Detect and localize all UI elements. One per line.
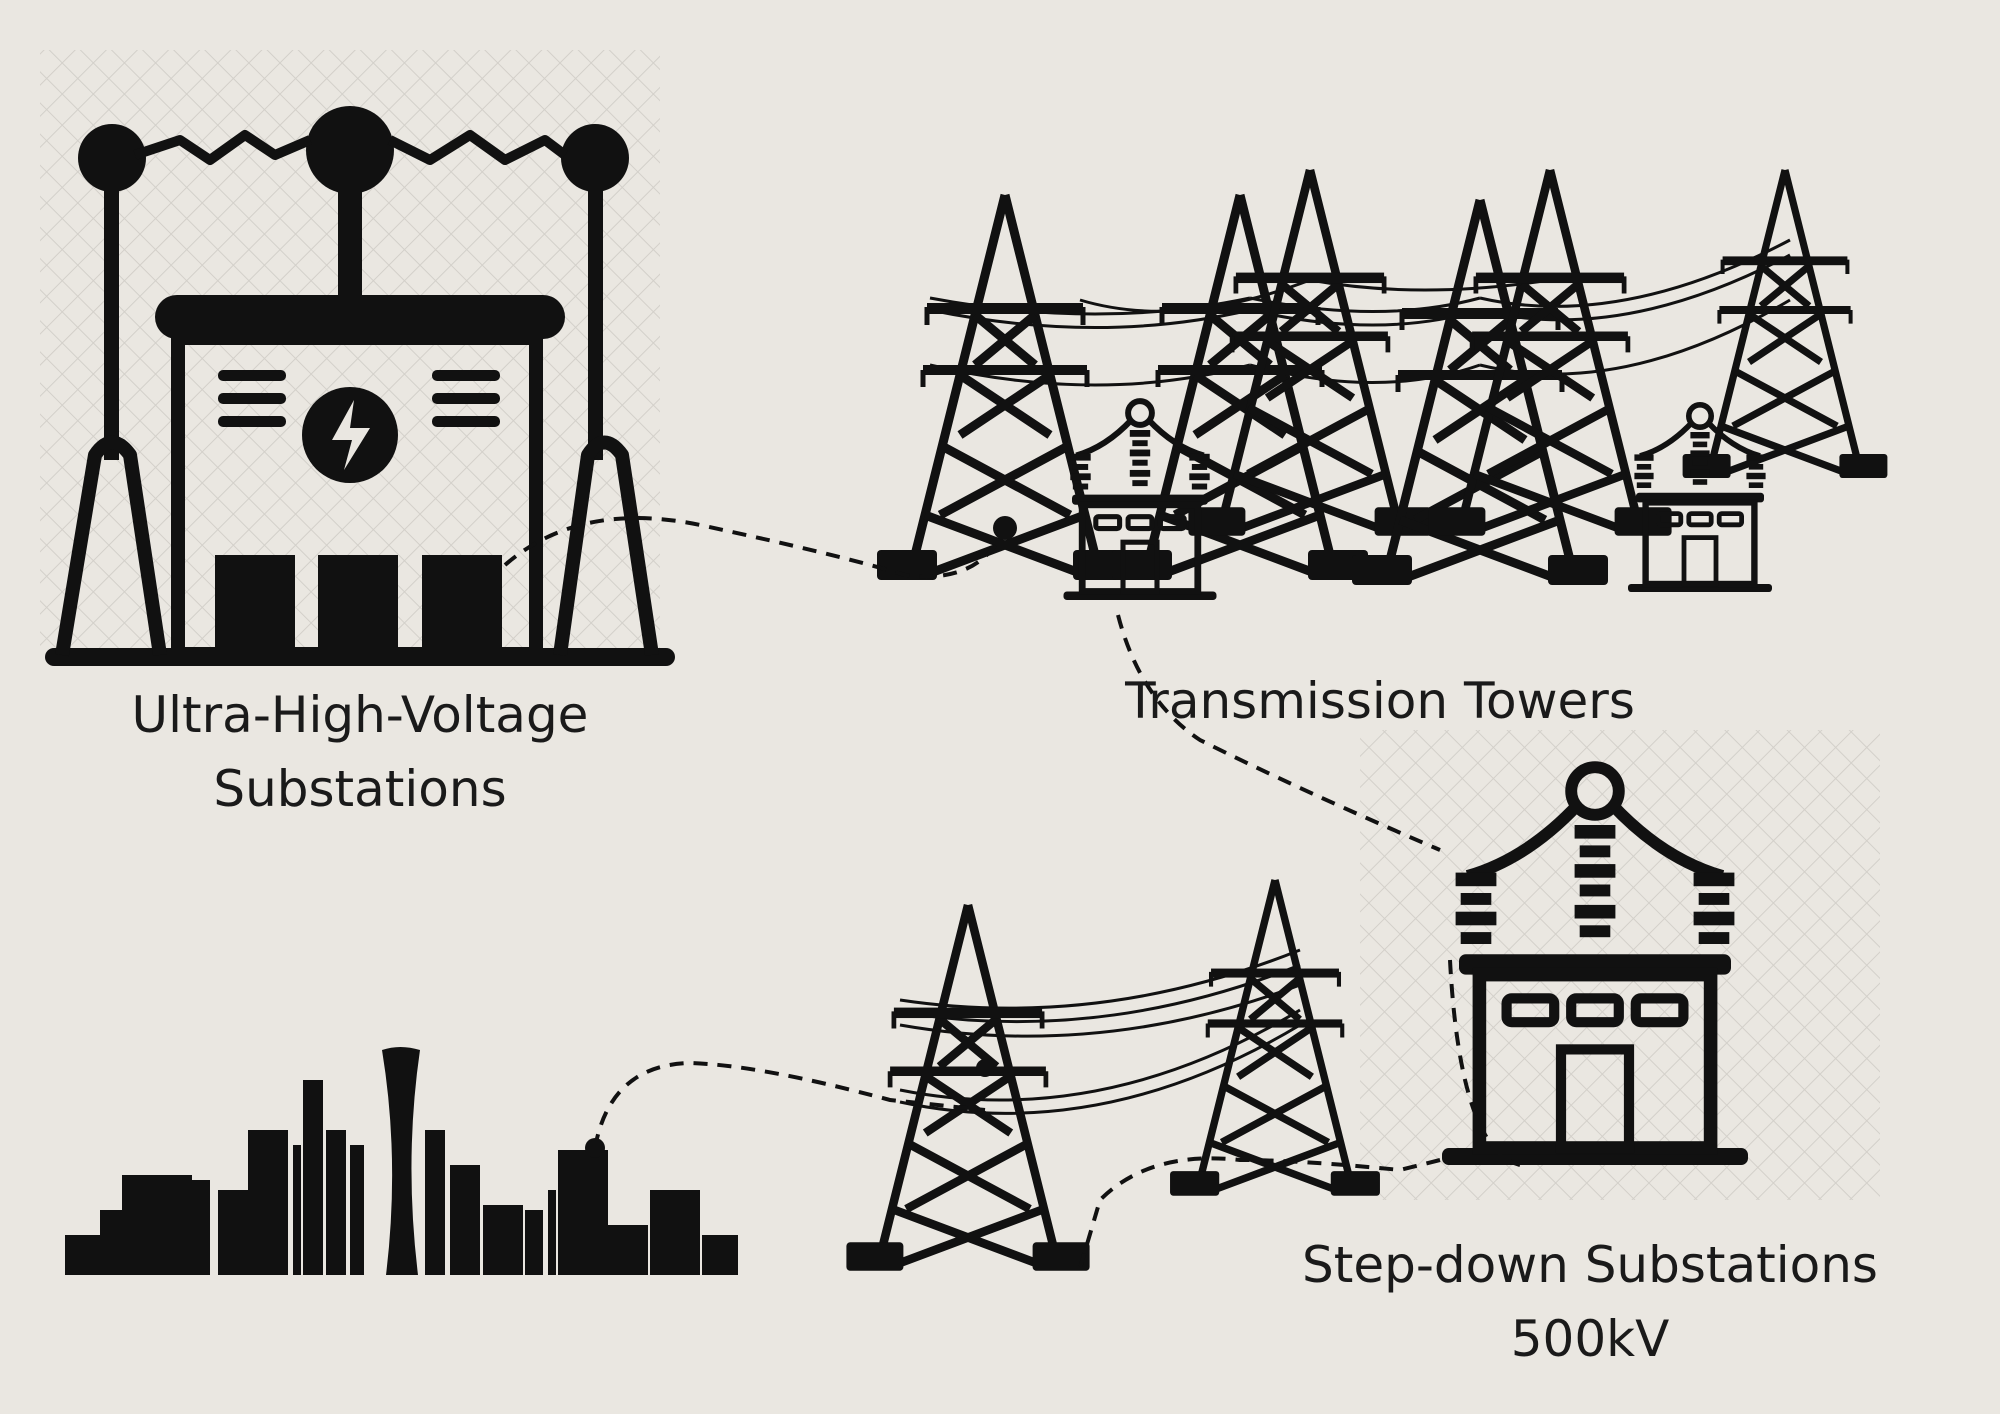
connection-dot [585, 1138, 605, 1158]
transmission-tower-icon [1683, 170, 1888, 478]
transmission-towers-label: Transmission Towers [1030, 664, 1730, 738]
lightning-icon [302, 387, 398, 483]
transmission-tower-group-bottom [846, 880, 1380, 1271]
transformer-icon [1628, 405, 1772, 592]
city-skyline-icon [65, 1047, 738, 1275]
uhv-substation-label: Ultra-High-Voltage Substations [60, 678, 660, 826]
stepdown-substation-label-line1: Step-down Substations [1302, 1236, 1878, 1294]
transmission-tower-icon [846, 905, 1089, 1271]
transmission-tower-group-top [877, 170, 1887, 600]
substation-icon [45, 106, 675, 666]
stepdown-substation-label: Step-down Substations 500kV [1230, 1228, 1950, 1376]
transmission-towers-label-text: Transmission Towers [1125, 672, 1635, 730]
stepdown-substation-label-line2: 500kV [1510, 1310, 1670, 1368]
uhv-substation-label-line1: Ultra-High-Voltage [131, 686, 589, 744]
connection-dot [993, 516, 1017, 540]
connection-lines [503, 516, 1521, 1276]
connection-dot [976, 1059, 994, 1077]
uhv-substation-label-line2: Substations [213, 760, 507, 818]
